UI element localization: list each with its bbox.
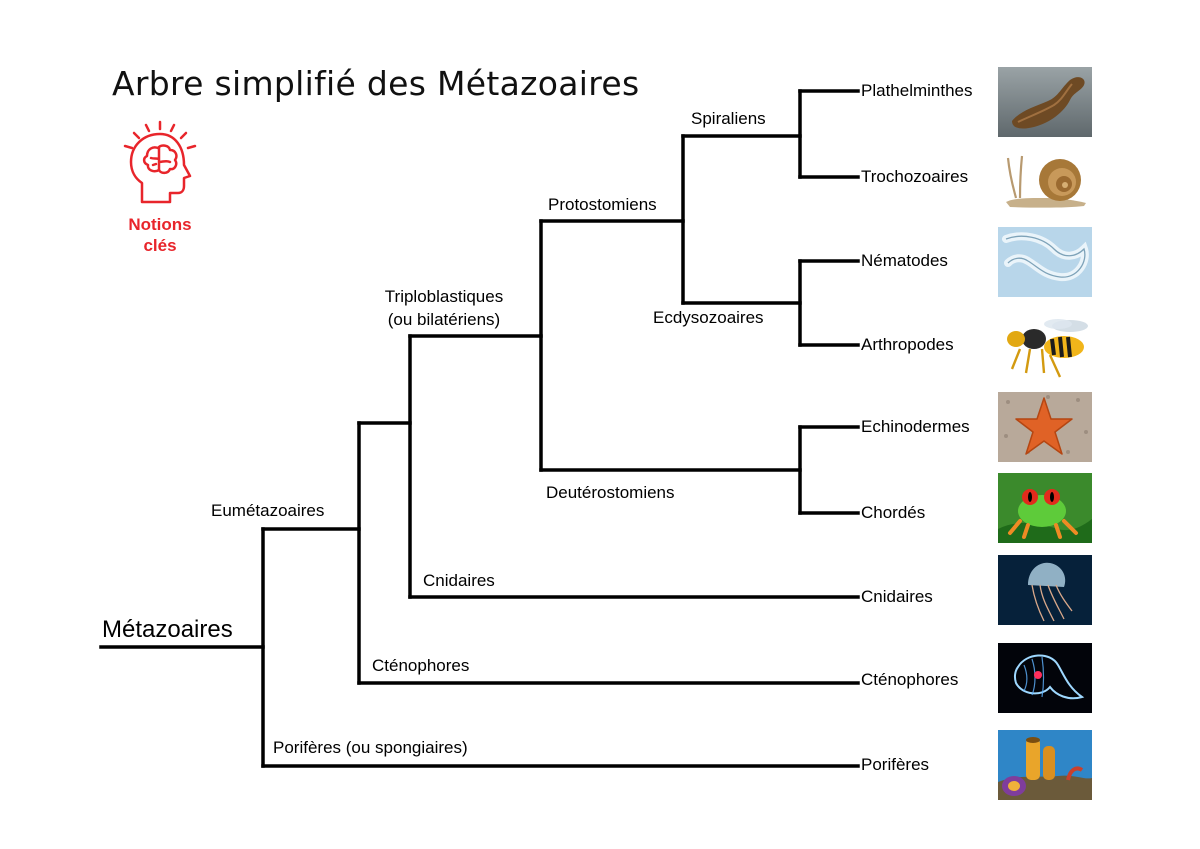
clade-label-ctenophores: Cténophores [372, 656, 470, 675]
wasp-photo [998, 313, 1092, 383]
taxon-label-poriferes: Porifères [861, 755, 930, 774]
clade-label-ecdysozoaires: Ecdysozoaires [653, 308, 764, 327]
taxon-label-cnidaires: Cnidaires [861, 587, 933, 606]
root-label: Métazoaires [102, 616, 233, 643]
taxon-label-chordes: Chordés [861, 503, 926, 522]
frog-photo [998, 473, 1092, 543]
jellyfish-photo [998, 555, 1092, 625]
clade-label-spiraliens: Spiraliens [691, 109, 766, 128]
flatworm-photo [998, 67, 1092, 137]
taxon-label-ctenophores: Cténophores [861, 670, 959, 689]
clade-label-poriferes: Porifères (ou spongiaires) [273, 738, 468, 757]
brain-head-icon [123, 120, 197, 204]
clade-label-triploblastiques: Triploblastiques (ou bilatériens) [384, 287, 504, 329]
taxon-label-echinodermes: Echinodermes [861, 417, 970, 436]
taxon-label-plathelminthes: Plathelminthes [861, 81, 973, 100]
comb-jelly-photo [998, 643, 1092, 713]
clade-label-protostomiens: Protostomiens [548, 195, 657, 214]
clade-label-deuterostomiens: Deutérostomiens [546, 483, 675, 502]
taxon-label-nematodes: Nématodes [861, 251, 948, 270]
clade-label-cnidaires: Cnidaires [423, 571, 495, 590]
clade-label-eumetazoaires: Eumétazoaires [211, 501, 325, 520]
nematode-photo [998, 227, 1092, 297]
starfish-photo [998, 392, 1092, 462]
sponge-photo [998, 730, 1092, 800]
snail-photo [998, 146, 1092, 216]
page-title: Arbre simplifié des Métazoaires [112, 64, 640, 103]
notions-cles-label: Notions clés [128, 215, 192, 255]
taxon-label-arthropodes: Arthropodes [861, 335, 954, 354]
taxon-label-trochozoaires: Trochozoaires [861, 167, 969, 186]
